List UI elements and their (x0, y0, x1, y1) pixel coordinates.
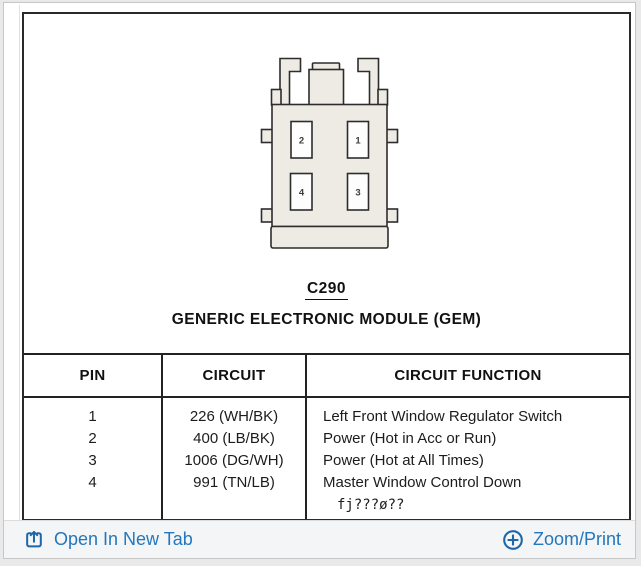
pin-value: 2 (88, 430, 97, 447)
header-circuit: CIRCUIT (161, 355, 305, 396)
connector-side-tab (260, 128, 274, 144)
connector-body (271, 103, 388, 228)
open-in-new-tab-label: Open In New Tab (54, 529, 193, 549)
connector-stub (308, 68, 345, 106)
pin-slot-2 (290, 120, 313, 159)
pin-slot-4 (289, 172, 313, 211)
connector-shoulder-right (377, 88, 389, 106)
circuit-function-value: Power (Hot at All Times) (323, 452, 484, 469)
connector-side-tab (260, 208, 274, 223)
pin-table-body: 1 2 3 4 226 (WH/BK) 400 (LB/BK) 1006 (DG/WH) 9… (24, 398, 629, 519)
pin-table: PIN CIRCUIT CIRCUIT FUNCTION 1 2 3 4 226 (W… (24, 353, 629, 519)
pin-slot-3-number: 3 (355, 188, 360, 199)
pin-value: 3 (88, 452, 97, 469)
circuit-value: 1006 (DG/WH) (184, 452, 284, 469)
connector-id: C290 (24, 280, 629, 300)
connector-id-label: C290 (304, 280, 349, 300)
pin-slot-3 (346, 172, 370, 211)
viewer-toolbar: Open In New Tab Zoom/Print (4, 520, 635, 558)
pin-table-header: PIN CIRCUIT CIRCUIT FUNCTION (24, 355, 629, 398)
zoom-print-button[interactable]: Zoom/Print (502, 529, 621, 551)
pin-slot-1-number: 1 (355, 136, 361, 147)
pin-value: 1 (88, 408, 97, 425)
circuit-function-value: fj???ø?? (337, 497, 405, 513)
circuit-value: 991 (TN/LB) (193, 474, 275, 491)
connector-latch-left (279, 57, 302, 106)
pin-slot-1 (346, 120, 370, 159)
open-in-new-tab-icon (26, 530, 42, 548)
circuit-function-value: Power (Hot in Acc or Run) (323, 430, 497, 447)
diagram-frame: 2 1 4 3 C290 GENERIC ELECTRONIC MODULE (… (22, 12, 631, 521)
module-title: GENERIC ELECTRONIC MODULE (GEM) (171, 311, 482, 328)
connector-side-tab (385, 208, 399, 223)
circuit-value: 400 (LB/BK) (193, 430, 275, 447)
connector-side-tab (385, 128, 399, 144)
pin-value: 4 (88, 474, 97, 491)
zoom-print-label: Zoom/Print (532, 529, 621, 549)
open-in-new-tab-button[interactable]: Open In New Tab (24, 529, 193, 550)
pin-slot-4-number: 4 (299, 188, 305, 199)
circuit-function-value: Master Window Control Down (323, 474, 522, 491)
connector-base (270, 225, 389, 249)
pin-slot-2-number: 2 (299, 136, 304, 147)
circuit-value: 226 (WH/BK) (189, 408, 279, 425)
pin-column: 1 2 3 4 (24, 398, 161, 519)
header-pin: PIN (79, 367, 106, 384)
connector-latch-right (357, 57, 380, 106)
zoom-print-icon (503, 529, 523, 550)
circuit-column: 226 (WH/BK) 400 (LB/BK) 1006 (DG/WH) 991 (T… (161, 398, 305, 519)
connector-shoulder-left (270, 88, 282, 106)
diagram-viewer-panel: 2 1 4 3 C290 GENERIC ELECTRONIC MODULE (… (3, 2, 637, 559)
connector-diagram: 2 1 4 3 (260, 57, 399, 249)
header-circuit-function: CIRCUIT FUNCTION (305, 355, 629, 396)
circuit-function-value: Left Front Window Regulator Switch (323, 408, 563, 425)
